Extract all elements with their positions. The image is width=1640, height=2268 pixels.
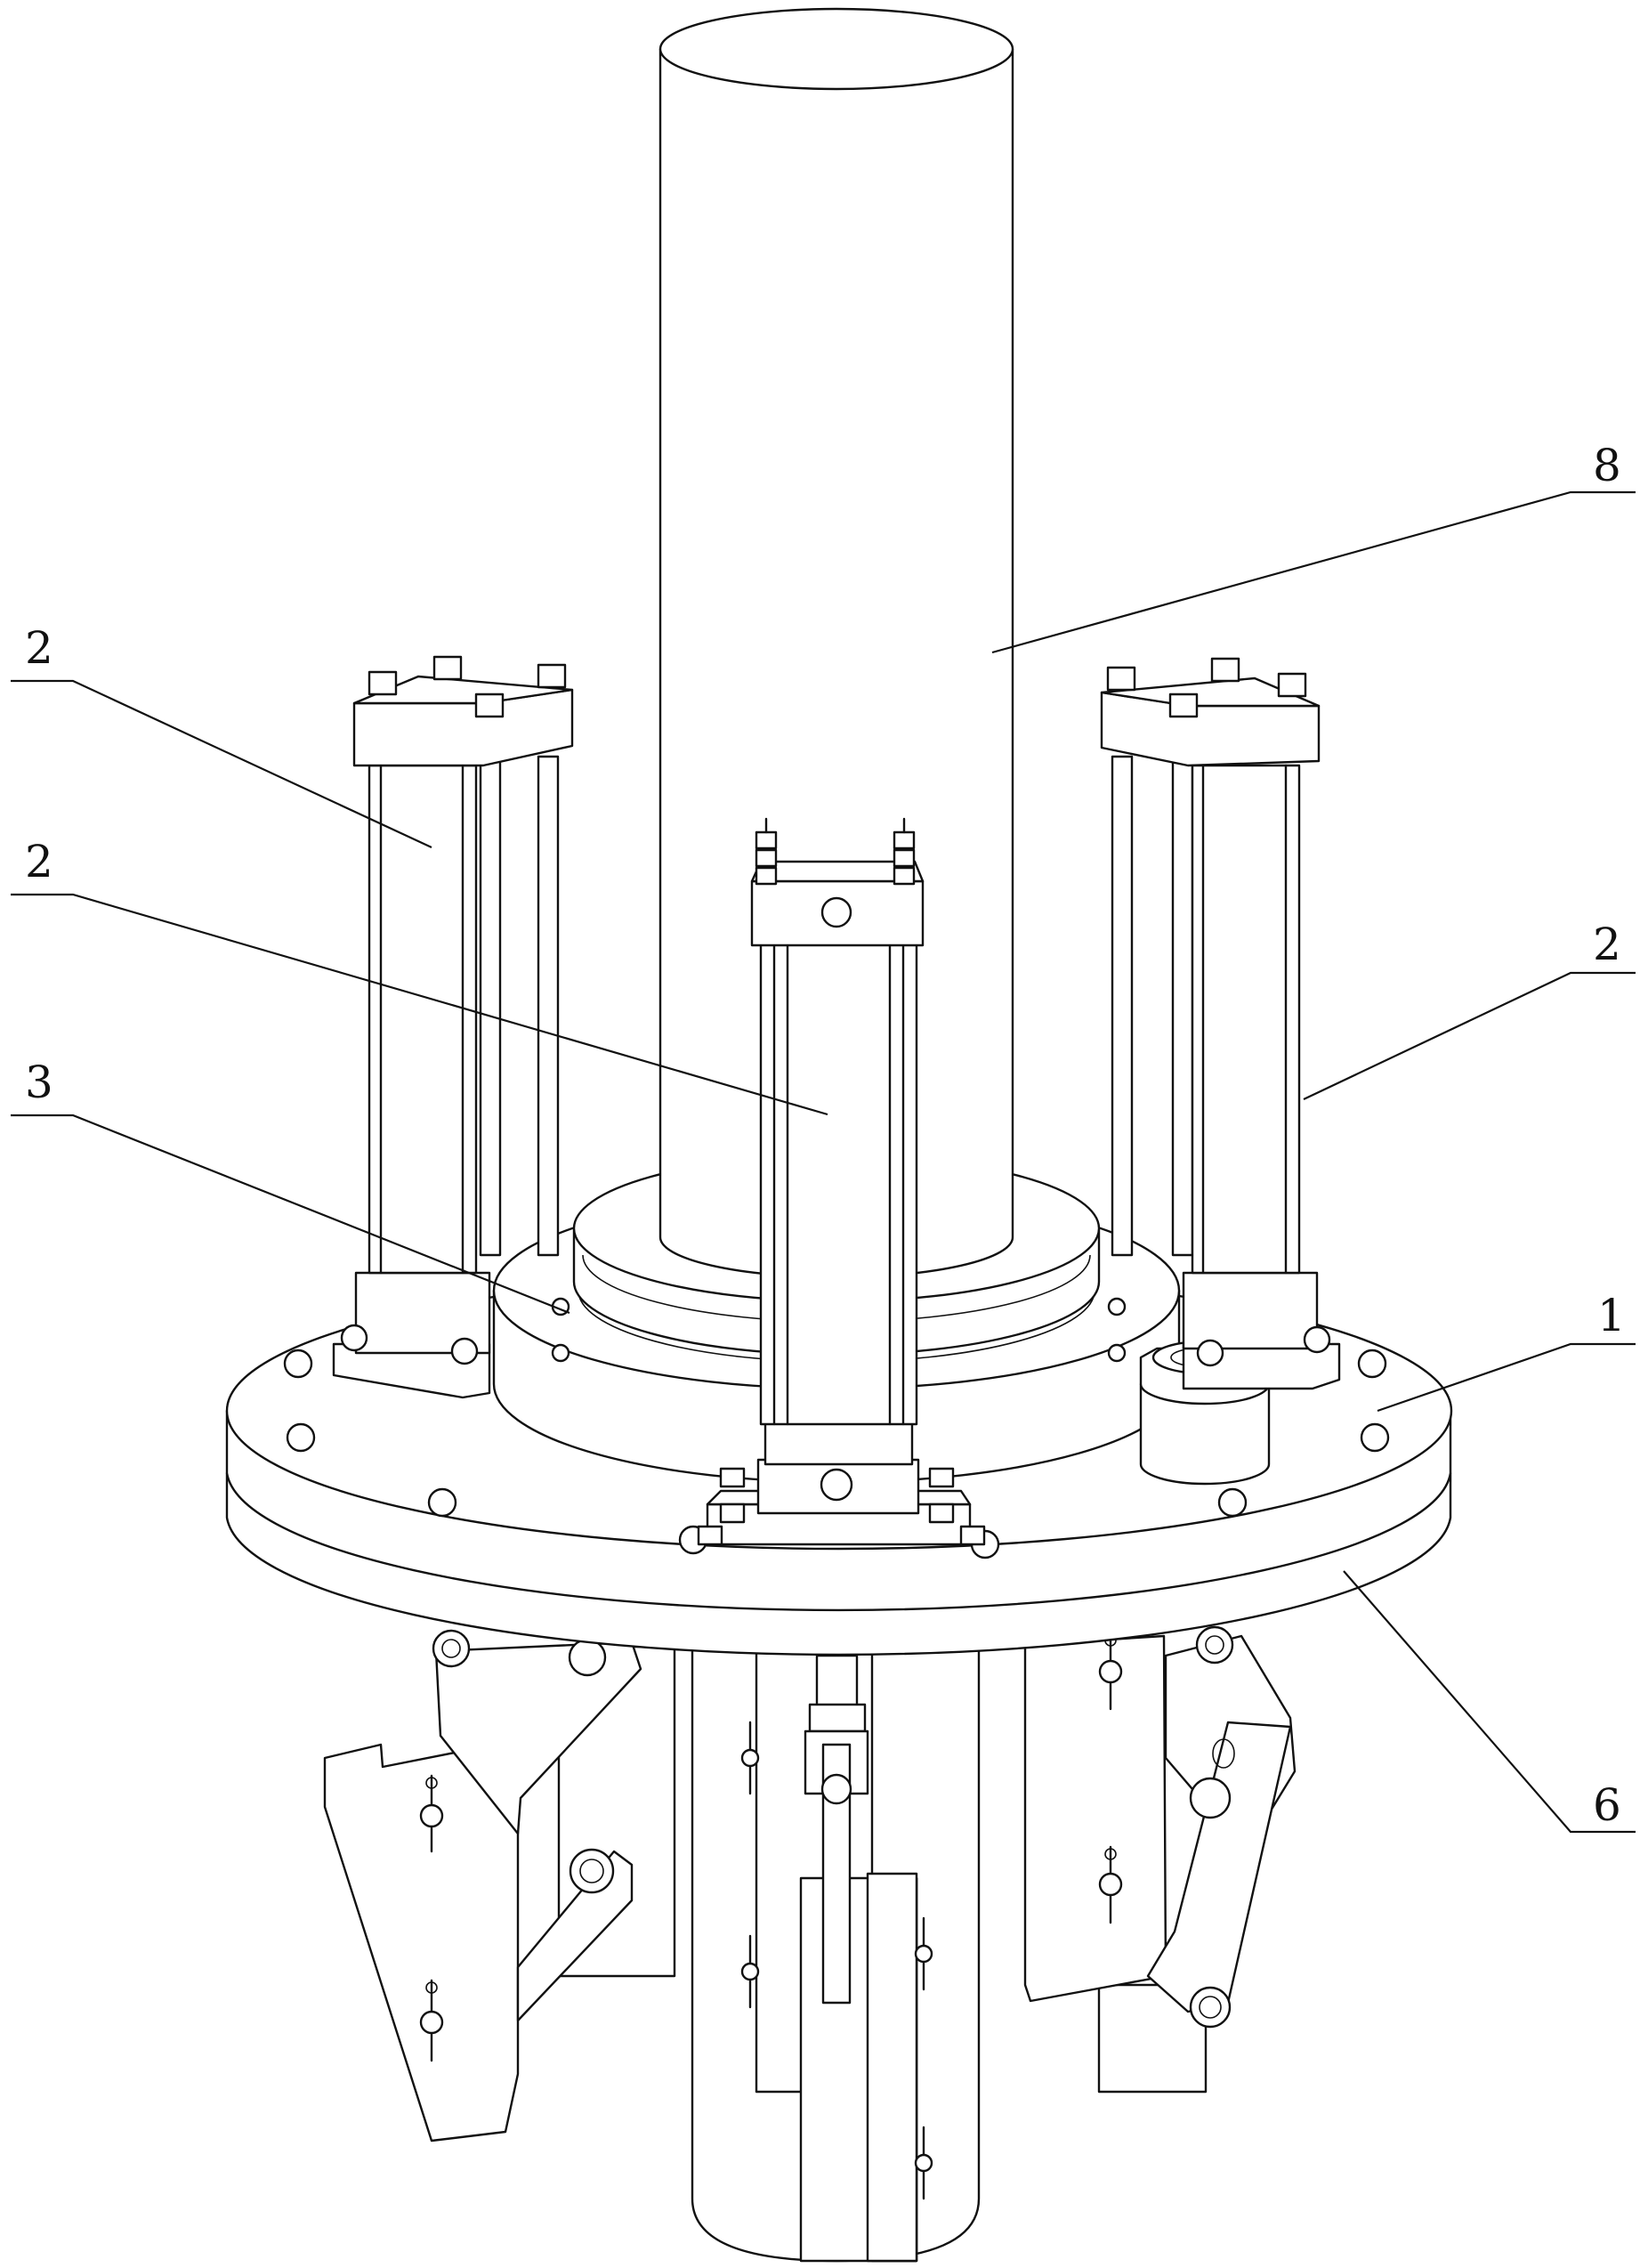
right-cylinder-barrel [1191, 764, 1301, 1275]
callout-3: 3 [25, 1057, 53, 1108]
center-side-plate [866, 1872, 918, 2263]
left-pin-lower [569, 1848, 615, 1894]
front-cylinder [697, 817, 986, 1546]
right-cotter-pin-upper [1098, 1632, 1123, 1711]
callout-leaders [11, 490, 1636, 1834]
callout-labels: 8 2 2 3 2 1 6 [25, 440, 1626, 1831]
right-pin-mid [1189, 1777, 1232, 1819]
main-cylinder [658, 7, 1014, 1279]
callout-6: 6 [1593, 1779, 1621, 1831]
right-pin-upper [1195, 1625, 1234, 1665]
callout-2-left-mid: 2 [25, 836, 53, 887]
center-rod-coupler [815, 1654, 859, 1711]
callout-2-left-top: 2 [25, 622, 53, 674]
left-cotter-pin-lower [419, 1979, 444, 2062]
left-cotter-pin-upper [419, 1774, 444, 1853]
center-clevis-pin [820, 1773, 852, 1805]
left-rear-cylinder [332, 655, 574, 1399]
lower-gripper-assembly [323, 1625, 1297, 2263]
callout-2-right: 2 [1593, 919, 1621, 970]
left-pin-upper [432, 1629, 471, 1668]
left-pin-mid [568, 1638, 607, 1677]
front-cylinder-barrel [759, 942, 918, 1426]
right-link-arm-lower [1146, 1721, 1292, 2013]
center-rod-nut [808, 1703, 867, 1733]
right-cotter-pin-lower [1098, 1845, 1123, 1924]
left-gripper-plate [323, 1738, 520, 2142]
plate-bolts [283, 1349, 1390, 1559]
right-gripper-plate [1023, 1634, 1167, 2003]
right-rear-cylinder [1100, 657, 1341, 1390]
right-pin-lower [1189, 1986, 1232, 2029]
main-cylinder-top [658, 7, 1014, 91]
callout-1: 1 [1597, 1290, 1626, 1341]
left-cylinder-barrel [368, 764, 478, 1275]
callout-8: 8 [1593, 440, 1621, 491]
